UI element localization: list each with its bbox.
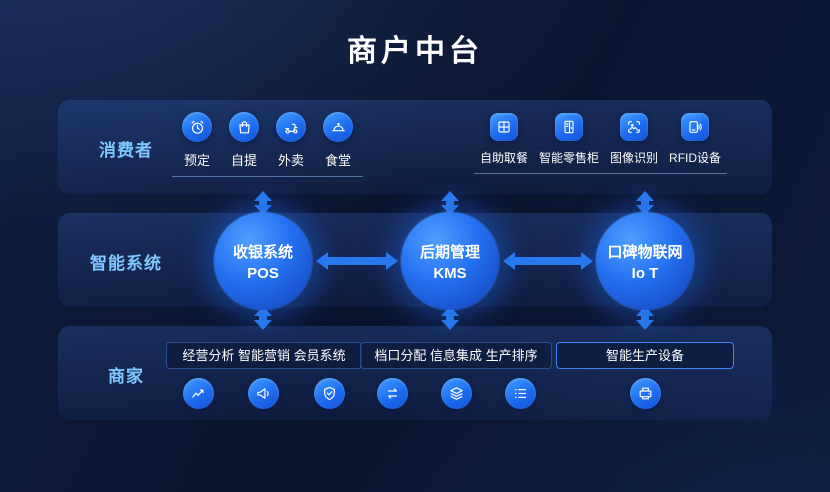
rfid-device-icon — [681, 113, 710, 141]
device-retail-cabinet: 智能零售柜 — [539, 113, 599, 166]
arrow-consumers-pos — [254, 191, 272, 215]
device-rfid: RFID设备 — [669, 113, 721, 166]
image-recognition-icon — [620, 113, 649, 141]
channel-label: 外卖 — [277, 153, 304, 168]
node-title: 口碑物联网 — [607, 243, 683, 261]
node-pos: 收银系统 POS — [214, 212, 312, 310]
merchant-group-label: 智能生产设备 — [556, 342, 734, 369]
device-image-recognition: 图像识别 — [610, 113, 658, 166]
arrow-kms-merchants — [441, 306, 459, 330]
channel-label: 自提 — [230, 153, 257, 168]
page-title: 商户中台 — [347, 35, 483, 68]
pickup-locker-icon — [490, 113, 518, 141]
channel-reservation: 预定 — [182, 112, 212, 169]
merchant-group-icons — [556, 378, 734, 409]
arrow-consumers-kms — [441, 191, 459, 215]
node-kms: 后期管理 KMS — [401, 212, 499, 310]
merchant-group-icons — [166, 378, 362, 409]
retail-cabinet-icon — [555, 113, 584, 141]
allocation-swap-icon — [376, 378, 408, 409]
device-label: 智能零售柜 — [539, 151, 600, 165]
device-pickup-locker: 自助取餐 — [480, 113, 528, 166]
channel-label: 食堂 — [324, 153, 351, 168]
canteen-cloche-icon — [323, 112, 353, 142]
merchant-group-operations: 经营分析 智能营销 会员系统 — [166, 342, 362, 409]
marketing-icon — [248, 378, 280, 409]
node-subtitle: POS — [247, 264, 279, 282]
takeout-scooter-icon — [276, 112, 306, 142]
smart-production-device-icon — [629, 378, 661, 409]
analytics-icon — [183, 378, 215, 409]
arrow-consumers-iot — [636, 191, 654, 215]
node-subtitle: KMS — [433, 264, 467, 282]
systems-band-label: 智能系统 — [90, 254, 162, 273]
consumers-band — [58, 100, 772, 194]
arrow-iot-merchants — [636, 306, 654, 330]
device-label: 自助取餐 — [480, 151, 529, 165]
consumer-channels-group: 预定 自提 外卖 食堂 — [172, 112, 363, 177]
sequence-list-icon — [504, 378, 536, 409]
arrow-kms-iot — [503, 252, 593, 270]
node-title: 收银系统 — [232, 243, 293, 261]
integration-layers-icon — [440, 378, 472, 409]
consumer-devices-group: 自助取餐 智能零售柜 图像识别 — [474, 113, 728, 174]
node-title: 后期管理 — [419, 243, 480, 261]
merchant-group-devices: 智能生产设备 — [556, 342, 734, 409]
merchants-band-label: 商家 — [108, 367, 144, 386]
arrow-pos-kms — [316, 252, 398, 270]
merchant-group-icons — [360, 378, 552, 409]
channel-self-pickup: 自提 — [229, 112, 259, 169]
self-pickup-bag-icon — [229, 112, 259, 142]
reservation-alarm-icon — [182, 112, 212, 142]
channel-takeout: 外卖 — [276, 112, 306, 169]
membership-icon — [313, 378, 345, 409]
merchant-group-label: 经营分析 智能营销 会员系统 — [166, 342, 362, 369]
arrow-pos-merchants — [254, 306, 272, 330]
merchant-group-production: 档口分配 信息集成 生产排序 — [360, 342, 552, 409]
channel-canteen: 食堂 — [323, 112, 353, 169]
node-iot: 口碑物联网 Io T — [596, 212, 694, 310]
consumers-band-label: 消费者 — [99, 141, 153, 160]
device-label: 图像识别 — [610, 151, 659, 165]
device-label: RFID设备 — [669, 151, 722, 165]
merchant-group-label: 档口分配 信息集成 生产排序 — [360, 342, 552, 369]
channel-label: 预定 — [183, 153, 210, 168]
node-subtitle: Io T — [631, 264, 659, 282]
